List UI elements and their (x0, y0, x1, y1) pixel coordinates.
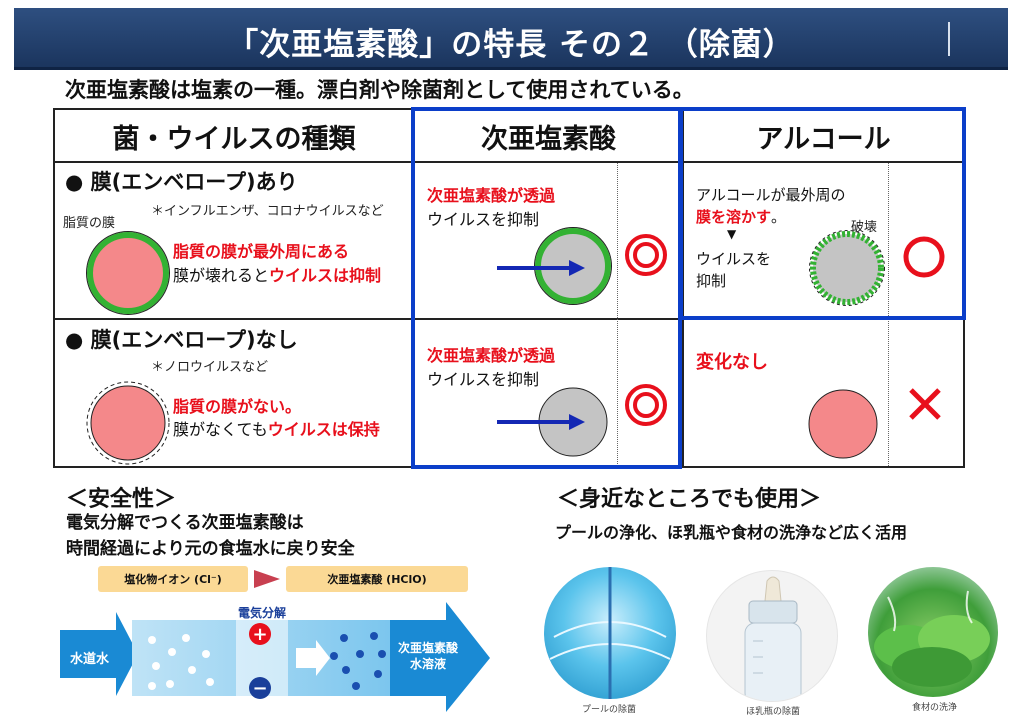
safety-heading: ＜安全性＞ (66, 487, 177, 512)
table-divider-dotted (888, 163, 889, 466)
table-divider-dotted (617, 163, 618, 466)
row2-hypo-text: ウイルスを抑制 (427, 370, 540, 389)
usage-heading: ＜身近なところでも使用＞ (557, 487, 822, 512)
baby-bottle-graphic (744, 576, 802, 701)
row2-alc-virus-icon (808, 389, 878, 459)
table-divider-horizontal (55, 318, 963, 320)
row-note-non-enveloped: ＊ノロウイルスなど (151, 360, 269, 375)
pool-caption: プールの除菌 (582, 705, 637, 715)
bottle-caption: ほ乳瓶の除菌 (746, 707, 801, 717)
row-title-enveloped: ● 膜(エンベロープ)あり (65, 170, 298, 194)
title-divider (948, 22, 950, 56)
electrolysis-diagram: 塩化物イオン (Cl⁻) 次亜塩素酸 (HClO) + − 電気分解 水道 (60, 562, 490, 712)
safety-text: 電気分解でつくる次亜塩素酸は 時間経過により元の食塩水に戻り安全 (66, 510, 355, 562)
row1-alc-line2: 膜を溶かす。 (696, 208, 787, 226)
baby-bottle-photo (706, 570, 838, 702)
destroyed-membrane-virus-icon (809, 230, 885, 306)
row1-hypo-red: 次亜塩素酸が透過 (427, 186, 556, 205)
svg-text:−: − (252, 678, 267, 699)
row1-alc-line1: アルコールが最外周の (696, 186, 846, 204)
row-title-non-enveloped: ● 膜(エンベロープ)なし (65, 328, 298, 352)
safety-line2: 時間経過により元の食塩水に戻り安全 (66, 539, 355, 559)
row1-hypo-text: ウイルスを抑制 (427, 210, 540, 229)
electrolysis-label: 電気分解 (238, 606, 287, 620)
pool-lanes-graphic (549, 567, 671, 699)
conversion-arrow-icon (254, 570, 280, 588)
row1-hypo-double-circle-icon (623, 232, 669, 282)
row1-alc-label: 破壊 (851, 220, 878, 235)
col-header-alcohol: アルコール (756, 123, 891, 155)
alcohol-highlight-frame (679, 107, 966, 320)
vegetables-graphic (874, 590, 990, 687)
output-label-line2: 水溶液 (410, 657, 447, 671)
safety-line1: 電気分解でつくる次亜塩素酸は (66, 513, 304, 533)
row2-desc: 膜がなくてもウイルスは保持 (173, 420, 380, 439)
vegetables-photo (868, 567, 998, 697)
row2-desc-red: 脂質の膜がない。 (173, 397, 302, 416)
vegetables-caption: 食材の洗浄 (912, 703, 958, 713)
row1-alc-line3: ウイルスを (696, 250, 772, 268)
page-subtitle: 次亜塩素酸は塩素の一種。漂白剤や除菌剤として使用されている。 (65, 78, 694, 102)
electrolysis-flow-graphic: + − (60, 602, 490, 712)
hypochlorous-acid-label: 次亜塩素酸 (HClO) (286, 566, 468, 592)
row1-alc-arrow: ▼ (727, 227, 737, 241)
svg-text:+: + (252, 624, 267, 645)
title-bar: 「次亜塩素酸」の特長 その２ （除菌） (14, 8, 1008, 70)
row1-alc-line4: 抑制 (696, 272, 727, 290)
col-header-hypochlorous: 次亜塩素酸 (481, 123, 616, 155)
comparison-table: 菌・ウイルスの種類 次亜塩素酸 アルコール ● 膜(エンベロープ)あり ＊インフ… (53, 108, 965, 468)
row1-alc-circle-icon (901, 234, 947, 284)
row-note-enveloped: ＊インフルエンザ、コロナウイルスなど (151, 204, 384, 219)
usage-text: プールの浄化、ほ乳瓶や食材の洗浄など広く活用 (555, 523, 908, 542)
col-header-virus-type: 菌・ウイルスの種類 (112, 123, 356, 155)
table-divider-horizontal (55, 161, 963, 163)
pool-photo (544, 567, 676, 699)
output-label: 次亜塩素酸 水溶液 (398, 640, 458, 672)
row1-desc: 膜が壊れるとウイルスは抑制 (173, 266, 382, 285)
enveloped-virus-icon (86, 231, 170, 315)
hypochlorous-highlight-frame (411, 107, 682, 469)
row2-hypo-double-circle-icon (623, 382, 669, 432)
row2-alc-cross-icon (905, 384, 945, 428)
page-title: 「次亜塩素酸」の特長 その２ （除菌） (227, 27, 795, 63)
non-enveloped-virus-icon (86, 381, 170, 465)
row1-desc-red: 脂質の膜が最外周にある (173, 242, 350, 261)
membrane-label: 脂質の膜 (63, 216, 116, 231)
tap-water-label: 水道水 (70, 652, 110, 667)
table-divider-vertical (682, 110, 684, 466)
row2-hypo-diagram (497, 387, 608, 457)
row2-hypo-red: 次亜塩素酸が透過 (427, 346, 556, 365)
chloride-ion-label: 塩化物イオン (Cl⁻) (98, 566, 248, 592)
output-label-line1: 次亜塩素酸 (398, 641, 459, 655)
row2-alc-red: 変化なし (696, 352, 768, 373)
row1-hypo-diagram (497, 227, 612, 305)
